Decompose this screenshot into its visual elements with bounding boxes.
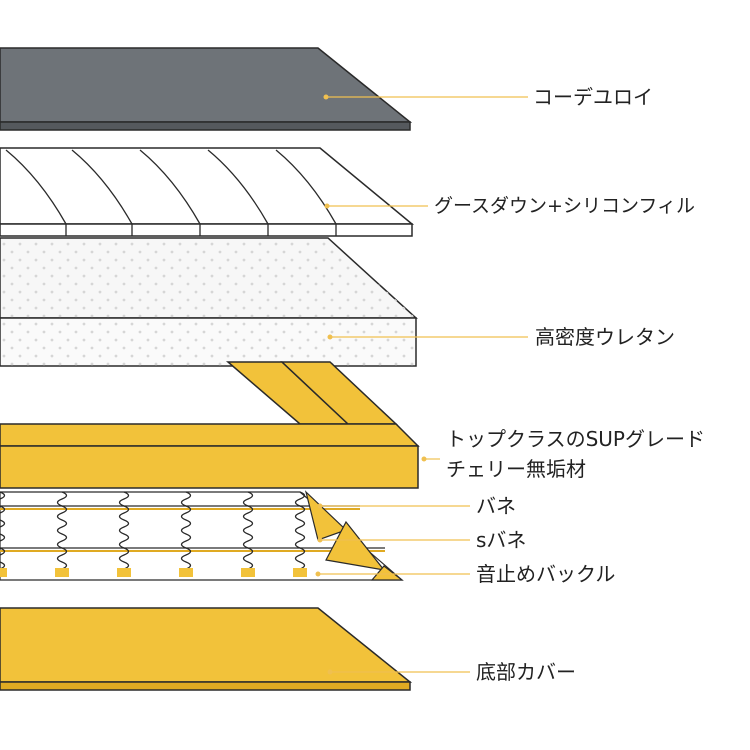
quilted-panel-icon <box>0 147 415 237</box>
label-spring: バネ <box>476 493 516 519</box>
label-sspring: sバネ <box>476 527 526 553</box>
dotted-foam-icon <box>0 237 418 367</box>
label-down-text: グースダウン+シリコンフィル <box>434 195 696 217</box>
buckle-block <box>0 568 7 577</box>
spring-coil <box>118 491 130 570</box>
buckle-icon <box>0 568 307 577</box>
label-cover: コーデユロイ <box>533 84 653 110</box>
label-foam-text: 高密度ウレタン <box>535 325 675 349</box>
spring-coil <box>294 491 306 570</box>
gray-panel-icon <box>0 47 413 131</box>
wood-frame-icon <box>0 361 420 489</box>
label-cover-text: コーデユロイ <box>533 85 653 109</box>
spring-coil <box>180 491 192 570</box>
label-spring-text: バネ <box>476 494 516 518</box>
leader-lines <box>315 94 528 675</box>
buckle-block <box>117 568 131 577</box>
label-foam: 高密度ウレタン <box>535 324 675 350</box>
label-sspring-text: sバネ <box>476 528 527 552</box>
bottom-panel-icon <box>0 607 413 691</box>
spring-coil-icon <box>0 491 306 570</box>
spring-unit <box>0 490 404 581</box>
s-spring-icon <box>304 490 404 581</box>
label-frame-line-1: トップクラスのSUPグレード <box>446 427 705 451</box>
label-frame: トップクラスのSUPグレード チェリー無垢材 <box>446 424 705 484</box>
label-buckle-text: 音止めバックル <box>476 562 616 586</box>
label-down: グースダウン+シリコンフィル <box>434 193 695 219</box>
label-bottom-text: 底部カバー <box>476 660 576 684</box>
label-buckle: 音止めバックル <box>476 561 615 587</box>
buckle-block <box>293 568 307 577</box>
label-frame-line-2: チェリー無垢材 <box>446 457 586 481</box>
spring-coil <box>56 491 68 570</box>
buckle-block <box>55 568 69 577</box>
buckle-block <box>179 568 193 577</box>
spring-coil <box>242 491 254 570</box>
buckle-block <box>241 568 255 577</box>
label-bottom: 底部カバー <box>476 659 576 685</box>
